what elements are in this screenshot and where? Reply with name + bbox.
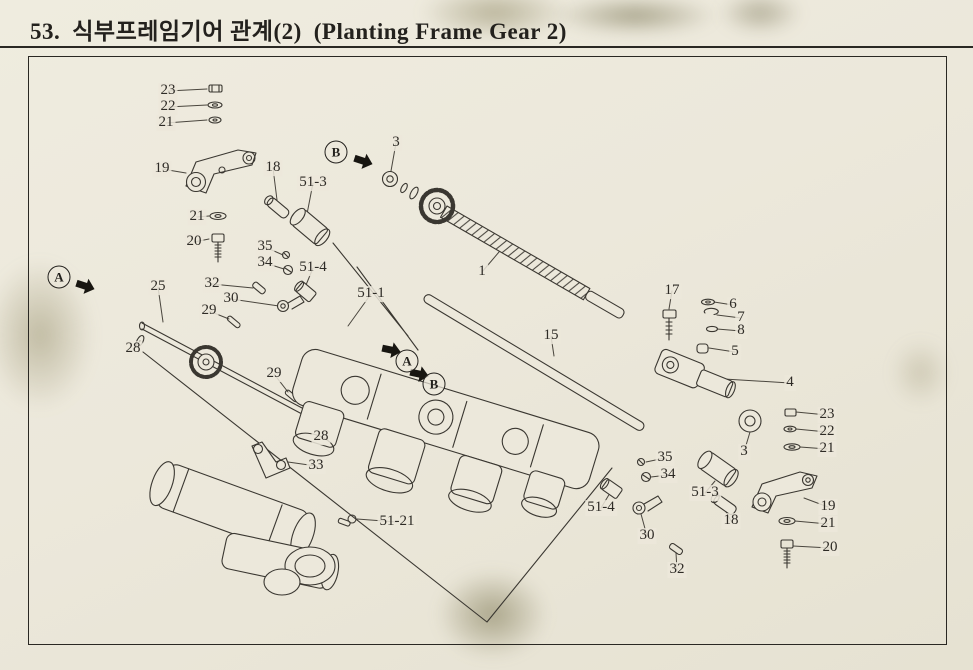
circlip-7 [703,307,719,316]
pin-32-left [252,281,266,295]
leader-line [799,446,828,450]
leader-line [264,246,284,256]
leader-line [645,457,666,463]
washer-22-right [783,425,797,433]
leader-line [792,545,831,549]
washer-21-right-top [783,443,801,451]
bearing-3-right [738,409,762,433]
title-english: (Planting Frame Gear 2) [313,19,567,44]
leader-line [390,142,397,172]
bolt-23-right [784,408,797,417]
leader-line [230,298,280,307]
flange [263,546,336,596]
gear-shaft-25 [138,321,320,423]
bracket-30-left [276,295,305,313]
screw-35-right [636,457,646,467]
frame-housing-51-1 [291,348,600,518]
washer-21-top [208,116,222,124]
leader-line [264,262,285,270]
bolt-51-21 [337,514,357,527]
pin-18-right [710,493,737,515]
leader-line [650,474,669,478]
leader-line [481,251,500,273]
construction-lines [142,242,613,623]
pin-32-right [668,542,684,556]
direction-arrow-icon [353,153,373,169]
leader-line [196,215,210,218]
leader-line [640,513,648,537]
leader-line [347,293,372,327]
washer-8 [705,325,719,333]
leader-line [794,520,829,525]
pin-18-left [264,195,290,219]
direction-arrow-icon [75,278,95,294]
leader-line [193,238,210,243]
collar [400,182,408,194]
leader-line [743,431,751,453]
leader-line [306,182,314,215]
leader-line [713,301,734,306]
washer-6 [700,298,716,306]
screw-34-right [640,471,652,483]
washer-21-mid [209,211,227,221]
bushing-51-3-right [697,450,739,488]
cap-5 [696,343,709,354]
leader-line [704,480,716,494]
leader-line [668,290,673,310]
leader-line [795,428,828,433]
leader-line [167,104,208,108]
washer-3-left [381,170,399,188]
bracket-30-right [632,495,663,515]
direction-arrow-icon [381,342,401,359]
leader-line [272,167,278,201]
bolt-23 [208,84,223,93]
washer-21-right-bottom [778,516,796,526]
leader-line [165,119,208,124]
bolt-20-right [780,539,794,569]
collar [409,186,419,200]
title-korean: 식부프레임기어 관계(2) [72,19,302,44]
coupler-4 [654,348,736,399]
page-title: 53. 식부프레임기어 관계(2) (Planting Frame Gear 2… [30,12,567,46]
leader-line [211,283,254,289]
leader-line [708,347,736,353]
leader-line [803,497,829,508]
washer-22 [207,101,223,109]
bushing-51-4-left [294,280,317,303]
leader-line [600,492,611,509]
title-rule [0,46,973,48]
leader-line [273,373,289,393]
leader-line [716,314,742,319]
drive-gear [418,187,456,225]
leader-line [157,286,164,323]
rocker-arm-19-left [185,149,257,194]
leader-line [287,461,317,467]
leader-line [161,168,187,174]
rocker-arm-19-right [751,471,818,514]
figure-number: 53. [30,19,61,44]
leader-line [716,328,742,332]
leader-line [167,88,208,92]
leader-line [356,518,398,523]
bushing-51-3-left [289,207,331,247]
leader-line [795,411,828,416]
leader-line [550,335,555,357]
bolt-17 [662,309,677,341]
rod-15 [423,294,645,431]
direction-arrows [75,153,429,383]
screw-34-left [282,264,294,276]
worm-shaft-1 [439,205,625,319]
leader-line [305,267,314,286]
bushing-51-4-right [599,478,623,499]
screw-35-left [281,250,291,260]
pin-29-upper [226,315,241,329]
leader-line [208,310,230,320]
bolt-20-left [211,233,225,263]
bracket-33 [251,441,291,479]
leader-line [723,378,791,384]
leader-line [675,552,678,571]
